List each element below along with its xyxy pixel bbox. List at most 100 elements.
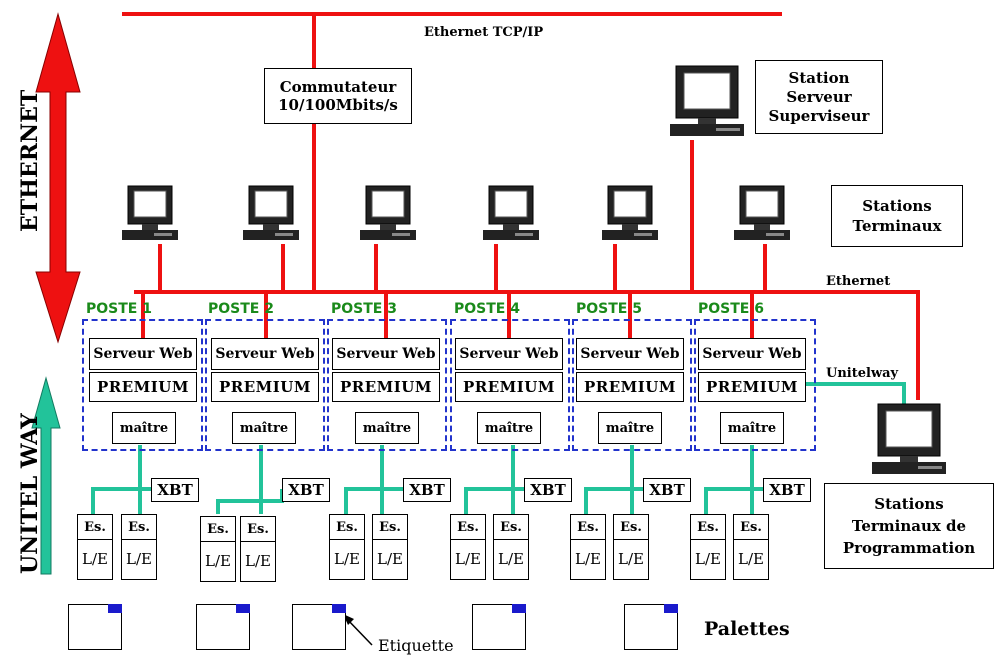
ethernet-arrow [35,12,81,344]
etiquette-tag [512,604,526,613]
io-es-label: Es. [373,515,407,540]
poste-label: POSTE 5 [576,301,642,317]
io-es-label: Es. [330,515,364,540]
maitre-box: maître [720,412,784,444]
xbt-terminal-box: XBT [151,478,199,502]
io-es-label: Es. [201,517,235,542]
stations-programmation-line1: Stations [874,495,944,513]
serveur-web-box: Serveur Web [89,338,197,370]
poste-frame-5 [572,319,692,451]
io-es-label: Es. [122,515,156,540]
palette-box [68,604,122,650]
pc-icon [601,185,659,241]
serveur-web-box: Serveur Web [576,338,684,370]
palette-box [196,604,250,650]
station-serveur-line2: Serveur [786,87,852,106]
stations-terminaux-line2: Terminaux [852,217,942,235]
premium-plc-box: PREMIUM [211,372,319,402]
etiquette-tag [664,604,678,613]
xbt-terminal-box: XBT [524,478,572,502]
io-es-label: Es. [494,515,528,540]
io-es-label: Es. [241,517,275,542]
pc-icon [871,403,947,475]
io-le-label: L/E [126,550,152,568]
io-le-label: L/E [245,552,271,570]
pc-icon [482,185,540,241]
premium-plc-box: PREMIUM [89,372,197,402]
etiquette-tag [108,604,122,613]
premium-plc-box: PREMIUM [576,372,684,402]
io-le-label: L/E [455,550,481,568]
io-module: Es. L/E [733,514,769,580]
poste-label: POSTE 4 [454,301,520,317]
serveur-web-box: Serveur Web [332,338,440,370]
io-module: Es.L/E [690,514,726,580]
pc-icon [242,185,300,241]
io-module: Es.L/E [329,514,365,580]
station-serveur-box: Station Serveur Superviseur [755,60,883,134]
io-module: Es. L/E [77,514,113,580]
etiquette-tag [236,604,250,613]
io-module: Es. L/E [493,514,529,580]
poste-label: POSTE 1 [86,301,152,317]
stations-terminaux-line1: Stations [862,197,932,215]
switch-box: Commutateur 10/100Mbits/s [264,68,412,124]
switch-line2: 10/100Mbits/s [278,96,398,114]
station-serveur-line3: Superviseur [768,106,870,125]
xbt-terminal-box: XBT [282,478,330,502]
io-module: Es. L/E [121,514,157,580]
switch-line1: Commutateur [279,78,397,96]
pc-icon [669,65,745,137]
io-module: Es. L/E [570,514,606,580]
pc-icon [121,185,179,241]
io-module: Es. L/E [372,514,408,580]
io-le-label: L/E [695,550,721,568]
poste-frame-3 [327,319,447,451]
stations-terminaux-box: Stations Terminaux [831,185,963,247]
poste-label: POSTE 3 [331,301,397,317]
palette-box [472,604,526,650]
etiquette-label: Etiquette [378,636,454,655]
io-es-label: Es. [734,515,768,540]
xbt-terminal-box: XBT [643,478,691,502]
unitelway-label: Unitelway [826,366,899,381]
ethernet-lines [122,12,920,400]
io-es-label: Es. [451,515,485,540]
io-module: Es. L/E [240,516,276,582]
palettes-label: Palettes [704,618,790,640]
palette-box [624,604,678,650]
stations-programmation-line2: Terminaux de [851,517,967,535]
stations-programmation-box: Stations Terminaux de Programmation [824,483,994,569]
serveur-web-box: Serveur Web [698,338,806,370]
maitre-box: maître [598,412,662,444]
ethernet-tcpip-label: Ethernet TCP/IP [424,25,544,40]
premium-plc-box: PREMIUM [332,372,440,402]
etiquette-pointer [343,614,373,646]
premium-plc-box: PREMIUM [455,372,563,402]
station-serveur-line1: Station [788,68,850,87]
xbt-terminal-box: XBT [763,478,811,502]
io-le-label: L/E [738,550,764,568]
io-module: Es. L/E [450,514,486,580]
io-module: Es.L/E [200,516,236,582]
ethernet-label: Ethernet [826,274,891,289]
serveur-web-box: Serveur Web [211,338,319,370]
io-le-label: L/E [82,550,108,568]
maitre-box: maître [112,412,176,444]
poste-label: POSTE 6 [698,301,764,317]
poste-label: POSTE 2 [208,301,274,317]
io-le-label: L/E [575,550,601,568]
pc-icon [733,185,791,241]
io-le-label: L/E [498,550,524,568]
poste-frame-1 [82,319,203,451]
maitre-box: maître [232,412,296,444]
io-es-label: Es. [571,515,605,540]
io-es-label: Es. [78,515,112,540]
stations-programmation-line3: Programmation [842,539,976,557]
unitelway-vertical-label: UNITEL WAY [17,413,43,574]
premium-plc-box: PREMIUM [698,372,806,402]
io-le-label: L/E [377,550,403,568]
maitre-box: maître [477,412,541,444]
